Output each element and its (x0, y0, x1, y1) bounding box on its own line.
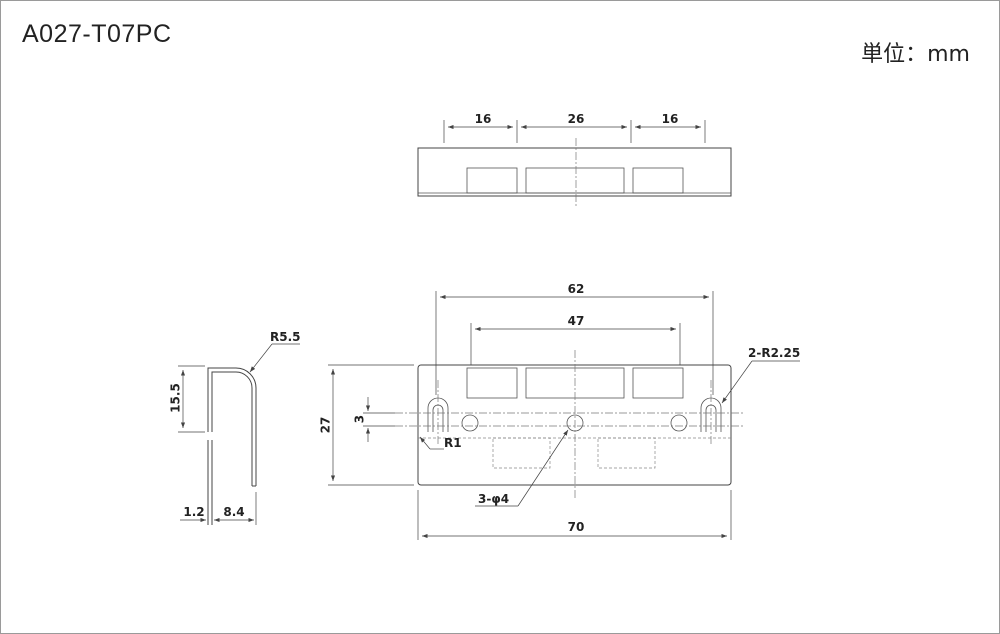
unit-label: 単位：mm (861, 42, 970, 67)
front-hidden-slot-left (492, 437, 551, 469)
front-slot-right (632, 367, 684, 399)
front-view-outline (417, 364, 732, 486)
top-slot-center (525, 167, 625, 194)
top-slot-right (632, 167, 684, 194)
hole-left (461, 414, 479, 432)
top-view-outline (417, 147, 732, 197)
front-slot-left (466, 367, 518, 399)
front-view: 62 47 70 27 3 2-R2.25 R1 3-φ4 (319, 282, 800, 540)
side-view: R5.5 15.5 1.2 8.4 (169, 330, 301, 525)
dim-flange-height: 15.5 (169, 383, 183, 413)
side-profile-outer (207, 367, 257, 486)
front-hidden-slot-right (597, 437, 656, 469)
label-bend-radius: R5.5 (270, 330, 301, 344)
hole-right (670, 414, 688, 432)
label-corner-radius: R1 (444, 436, 462, 450)
dim-height: 27 (319, 417, 333, 434)
top-view: 16 26 16 (417, 112, 732, 208)
dim-hole-pitch: 62 (568, 282, 585, 296)
dim-top-26: 26 (568, 112, 585, 126)
dim-top-16-right: 16 (662, 112, 679, 126)
dim-thickness: 1.2 (183, 505, 204, 519)
label-hole-count: 3-φ4 (478, 492, 509, 506)
dim-depth: 8.4 (223, 505, 244, 519)
dim-overall-width: 70 (568, 520, 585, 534)
top-slot-left (466, 167, 518, 194)
part-number: A027-T07PC (22, 20, 172, 48)
dim-offset: 3 (353, 415, 367, 423)
label-slot-radius: 2-R2.25 (748, 346, 800, 360)
dim-slot-span: 47 (568, 314, 585, 328)
dim-top-16-left: 16 (475, 112, 492, 126)
side-profile-inner (211, 371, 253, 486)
